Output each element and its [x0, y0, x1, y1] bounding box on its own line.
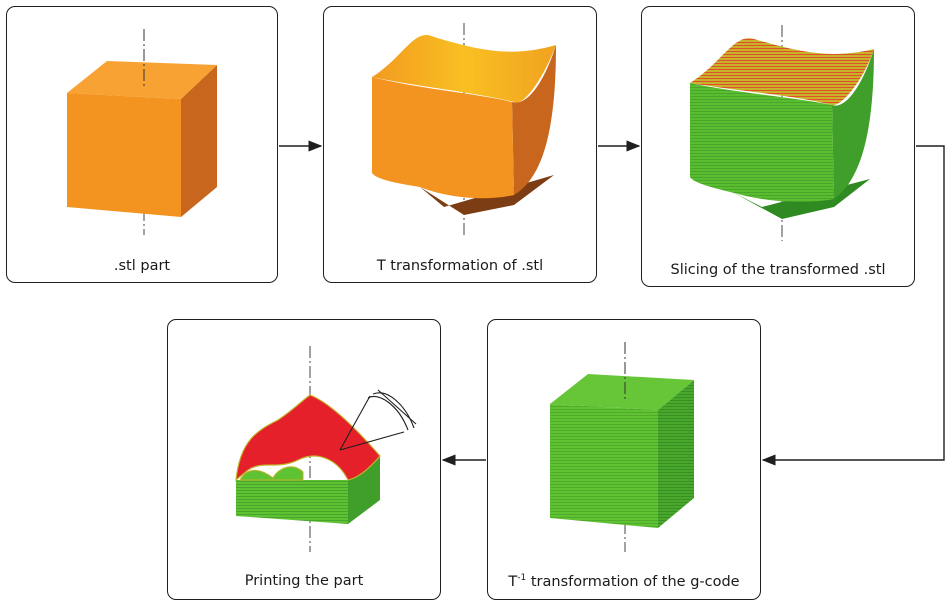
sliced-front-face	[690, 83, 834, 202]
arrow-3-to-4	[761, 145, 945, 466]
caption-stl-part: .stl part	[113, 258, 171, 274]
transformed-front-face	[372, 77, 514, 199]
printed-green-arch	[239, 466, 304, 481]
caption-slicing: Slicing of the transformed .stl	[670, 262, 886, 278]
printed-base-side	[348, 456, 380, 524]
panel-inverse-transformation: T-1 transformation of the g-code	[487, 319, 761, 600]
caption-t-symbol: T	[508, 573, 518, 590]
transformed-stl-figure	[372, 23, 556, 237]
sliced-side-face	[832, 49, 874, 199]
sliced-model-figure	[690, 25, 874, 241]
print-nozzle-icon	[339, 389, 417, 451]
stl-cube-figure	[67, 29, 217, 235]
panel-t-transformation: T transformation of .stl	[323, 6, 597, 283]
caption-inverse-rest: transformation of the g-code	[526, 573, 740, 590]
gcode-cube-top	[550, 374, 694, 410]
caption-t-transformation: T transformation of .stl	[376, 258, 544, 274]
printed-red-dome	[235, 394, 381, 482]
inverse-transformed-figure	[550, 342, 694, 552]
gcode-cube-front	[550, 404, 658, 528]
panel-slicing: Slicing of the transformed .stl	[641, 6, 915, 287]
panel-printing: Printing the part	[167, 319, 441, 600]
cube-top-face	[67, 61, 217, 99]
printed-base-front	[236, 480, 348, 524]
panel-stl-part: .stl part	[6, 6, 278, 283]
cube-side-face	[181, 65, 217, 217]
transformed-side-face	[512, 45, 556, 195]
caption-inverse-transformation: T-1 transformation of the g-code	[488, 573, 760, 590]
printing-figure	[235, 346, 417, 552]
gcode-cube-side	[658, 380, 694, 528]
sliced-saddle-surface	[690, 38, 874, 106]
saddle-surface	[372, 35, 556, 103]
caption-printing: Printing the part	[244, 573, 364, 589]
caption-inverse-sup: -1	[517, 573, 527, 583]
cube-front-face	[67, 93, 181, 217]
